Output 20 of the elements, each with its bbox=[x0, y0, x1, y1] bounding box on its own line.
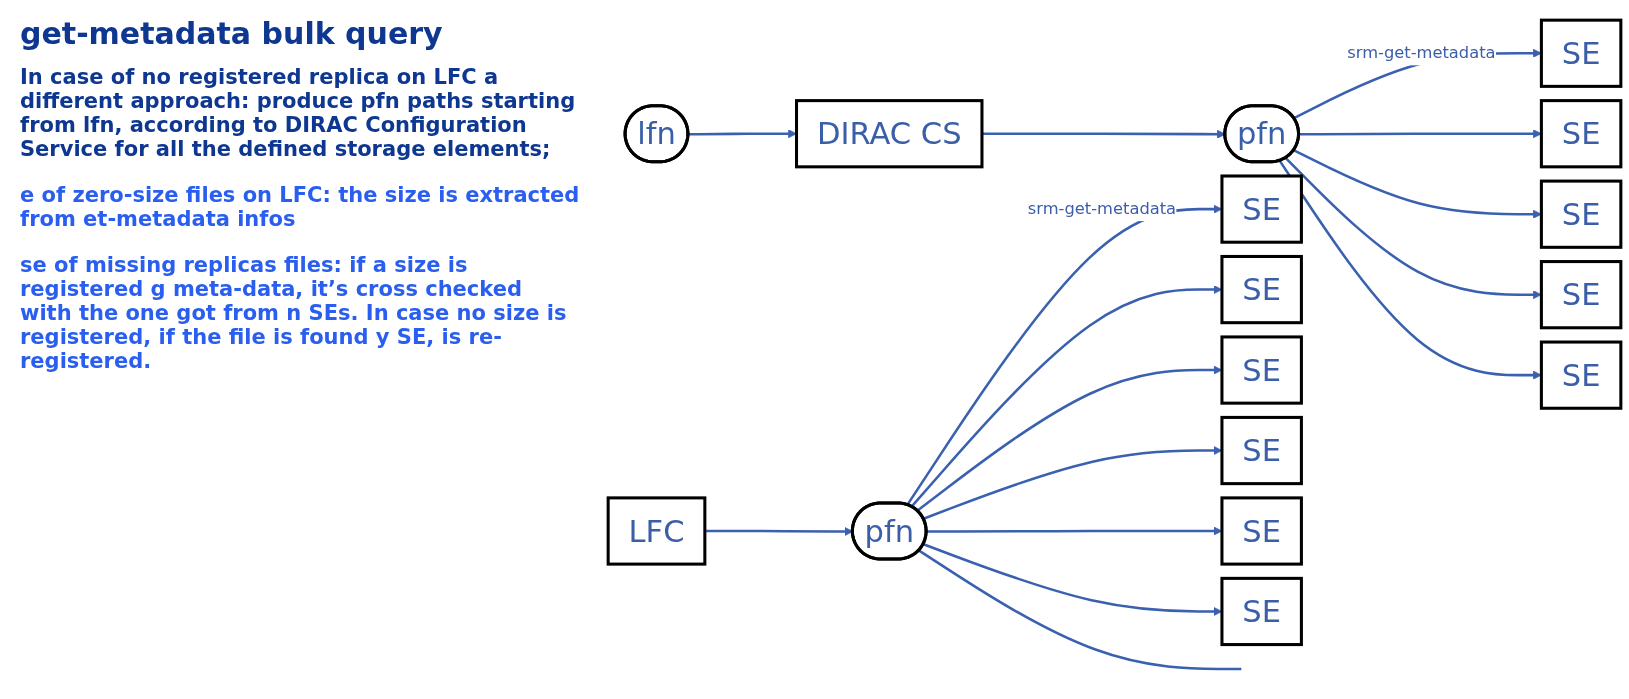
edge-label: srm-get-metadata bbox=[1027, 198, 1177, 219]
node-box: SE bbox=[1539, 340, 1623, 410]
node-box: SE bbox=[1220, 496, 1303, 566]
note-text: In case of no registered replica on LFC a different approach: produce pfn paths starting from lfn, according to DIRAC Configuration Service for all the defined storage elements; bbox=[20, 65, 577, 161]
node-box: SE bbox=[1539, 259, 1623, 330]
connector bbox=[918, 549, 1242, 671]
node-box: SE bbox=[1220, 415, 1303, 485]
node-box: SE bbox=[1220, 335, 1303, 405]
node-box: DIRAC CS bbox=[795, 98, 984, 169]
edge-label: srm-get-metadata bbox=[1347, 42, 1496, 63]
node-box: SE bbox=[1539, 18, 1623, 88]
node-box: SE bbox=[1539, 179, 1623, 249]
note-text: e of zero-size files on LFC: the size is extracted from et-metadata infos bbox=[20, 183, 580, 231]
note-text: se of missing replicas files: if a size is registered g meta-data, it’s cross checked with the one got from n SEs. In case no size is registered, if the file is found y SE, is re-registered. bbox=[20, 253, 568, 373]
slide-title: get-metadata bulk query bbox=[20, 16, 444, 51]
node-box: SE bbox=[1539, 98, 1623, 169]
node-box: SE bbox=[1220, 254, 1303, 325]
node-box: LFC bbox=[606, 496, 707, 566]
node-box: SE bbox=[1220, 174, 1303, 244]
node-box: SE bbox=[1220, 576, 1303, 646]
